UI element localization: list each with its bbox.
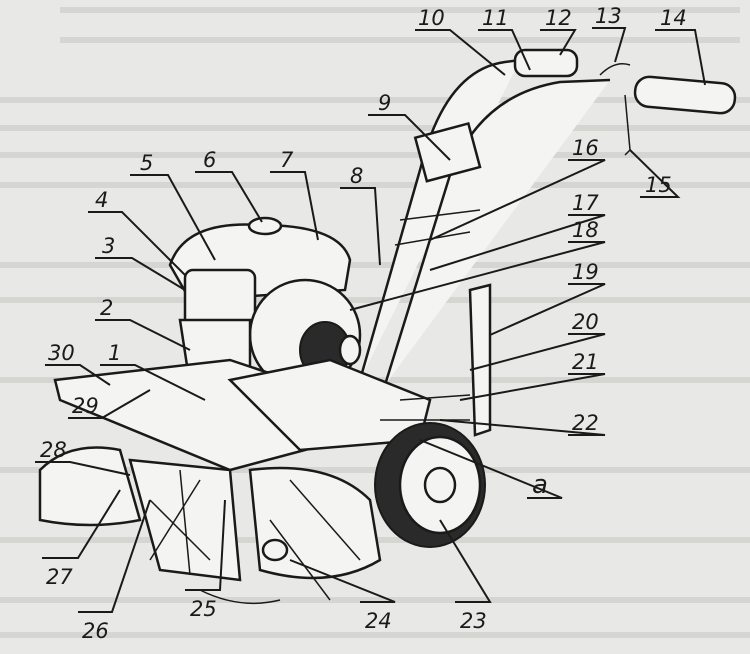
- label-14: 14: [660, 6, 687, 30]
- label-24: 24: [365, 609, 392, 633]
- label-6: 6: [203, 148, 216, 172]
- handlebar: [358, 48, 737, 386]
- label-4: 4: [95, 188, 108, 212]
- label-2: 2: [100, 296, 113, 320]
- left-grip: [513, 48, 579, 78]
- label-1: 1: [108, 341, 121, 365]
- depth-bar: [468, 283, 492, 437]
- tines: [38, 446, 382, 605]
- label-20: 20: [572, 310, 599, 334]
- frame: [53, 283, 492, 472]
- transport-wheel: [374, 422, 486, 548]
- label-21: 21: [572, 350, 599, 374]
- label-7: 7: [280, 148, 294, 172]
- label-28: 28: [40, 438, 67, 462]
- label-27: 27: [46, 565, 73, 589]
- label-5: 5: [140, 151, 153, 175]
- part-labels: 1 2 3 4 5 6 7 8 9 10 11 12 13 14 15 16 1…: [40, 4, 687, 643]
- label-12: 12: [545, 6, 572, 30]
- background-text-bleed: [0, 7, 750, 638]
- fuel-cap: [247, 216, 283, 236]
- label-26: 26: [82, 619, 109, 643]
- label-9: 9: [378, 91, 391, 115]
- control-plate: [413, 121, 482, 183]
- label-8: 8: [350, 164, 363, 188]
- leader-lines: [35, 27, 706, 613]
- label-10: 10: [418, 6, 445, 30]
- label-29: 29: [72, 394, 99, 418]
- label-15: 15: [645, 173, 672, 197]
- label-16: 16: [572, 136, 599, 160]
- label-a: a: [532, 470, 548, 500]
- label-22: 22: [572, 411, 599, 435]
- label-3: 3: [102, 234, 115, 258]
- label-19: 19: [572, 260, 599, 284]
- label-30: 30: [48, 341, 75, 365]
- label-17: 17: [572, 191, 599, 215]
- label-25: 25: [190, 597, 217, 621]
- label-23: 23: [460, 609, 487, 633]
- label-13: 13: [595, 4, 622, 28]
- label-11: 11: [482, 6, 509, 30]
- right-grip: [633, 75, 737, 115]
- label-18: 18: [572, 218, 599, 242]
